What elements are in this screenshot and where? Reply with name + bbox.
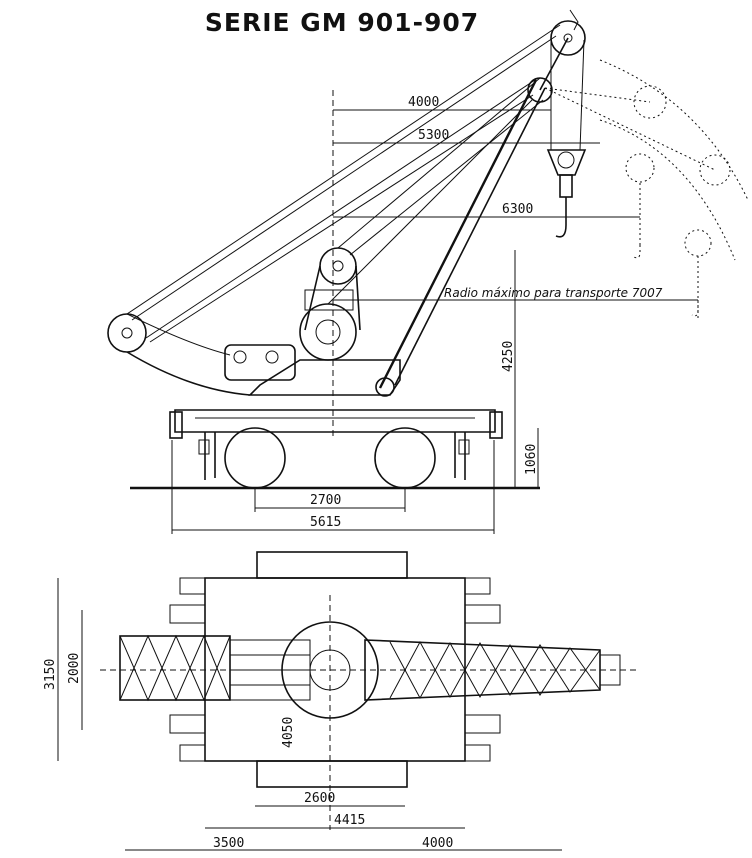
boom-foot-pin xyxy=(375,377,395,397)
hook-block xyxy=(546,149,587,176)
top-view: 3150 2000 4050 2600 4415 3500 4000 xyxy=(43,551,640,851)
side-view: 4000 5300 6300 Radio máximo para transpo… xyxy=(107,9,749,534)
ghost-arc-2 xyxy=(599,119,736,261)
ghost-arc-1 xyxy=(599,59,749,201)
dim-rear-reach: 3500 xyxy=(213,836,244,851)
gantry-upper-arm xyxy=(126,313,231,356)
rear-gantry-pin xyxy=(121,327,133,339)
ghost-hook-2 xyxy=(691,300,699,317)
dim-track-width: 2000 xyxy=(67,653,82,684)
engine-pulley-1 xyxy=(233,350,247,364)
dim-reach-3: 6300 xyxy=(502,202,533,217)
transport-radius-note: Radio máximo para transporte 7007 xyxy=(444,286,663,300)
hoist-rope-lead xyxy=(327,99,533,305)
drawing-title: SERIE GM 901-907 xyxy=(205,8,479,37)
front-buffer xyxy=(489,411,503,439)
luffing-rope-1 xyxy=(145,77,539,339)
tip-bracket xyxy=(569,9,579,31)
dim-reach-1: 4000 xyxy=(408,95,439,110)
chassis-frame xyxy=(174,409,496,433)
boom-lattice-1 xyxy=(389,641,601,700)
pendant-rope-1 xyxy=(126,24,561,315)
rear-buffer xyxy=(169,411,183,439)
engine-pulley-2 xyxy=(265,350,279,364)
ghost-sheave-2 xyxy=(625,153,655,183)
boom-lattice-2 xyxy=(389,640,601,699)
front-wheel xyxy=(374,427,436,489)
winch-hub xyxy=(315,319,341,345)
hoist-rope-2 xyxy=(579,39,585,151)
mast-leg-rear xyxy=(304,265,321,331)
dim-tail-span: 4415 xyxy=(334,813,365,828)
dim-frame-length: 5615 xyxy=(310,515,341,530)
hook-shank xyxy=(559,174,573,198)
dim-center-span: 2600 xyxy=(304,791,335,806)
mast-head-pin xyxy=(332,260,344,272)
buffer-tl xyxy=(179,577,206,595)
ghost-boom-1 xyxy=(544,87,651,103)
platform-top-rail xyxy=(256,551,408,579)
buffer-tr xyxy=(464,577,491,595)
mast-head-sheave xyxy=(319,247,357,285)
mast-leg-front xyxy=(355,265,361,331)
main-hook xyxy=(555,197,567,238)
dim-height-boom: 4250 xyxy=(501,341,516,372)
superstructure xyxy=(248,359,401,396)
platform-bottom-rail xyxy=(256,760,408,788)
dim-front-reach: 4000 xyxy=(422,836,453,851)
tip-pin xyxy=(563,33,573,43)
jack-1 xyxy=(198,439,210,455)
counter-jib-lattice-1 xyxy=(119,634,231,702)
rear-gantry-sheave xyxy=(107,313,147,353)
outrigger-br xyxy=(464,714,501,734)
dim-reach-2: 5300 xyxy=(418,128,449,143)
boom-extension xyxy=(539,37,569,91)
tip-sheave xyxy=(550,20,586,56)
hook-block-sheave xyxy=(557,151,575,169)
luffing-rope-2 xyxy=(149,94,534,343)
ghost-sheave-1 xyxy=(633,85,667,119)
dim-height-base: 1060 xyxy=(524,444,539,475)
counter-jib-lattice-2 xyxy=(119,634,231,702)
outrigger-tr xyxy=(464,604,501,624)
engine-housing xyxy=(224,344,296,381)
buffer-bl xyxy=(179,744,206,762)
counter-jib xyxy=(119,635,231,701)
ghost-hook-1 xyxy=(633,245,641,259)
mast-rope-1 xyxy=(337,77,541,249)
pendant-rope-2 xyxy=(131,35,557,321)
dim-wheelbase: 2700 xyxy=(310,493,341,508)
buffer-br xyxy=(464,744,491,762)
boom-lower-chord xyxy=(378,79,538,389)
outrigger-bl xyxy=(169,714,206,734)
rear-wheel xyxy=(224,427,286,489)
ghost-boom-2 xyxy=(544,87,716,171)
outrigger-tl xyxy=(169,604,206,624)
dim-outer-width: 3150 xyxy=(43,659,58,690)
ghost-sheave-4 xyxy=(684,229,712,257)
boom-upper-chord xyxy=(394,87,546,386)
alternate-positions xyxy=(544,59,749,320)
gantry-lower-arm xyxy=(126,351,251,396)
ghost-sheave-3 xyxy=(699,154,731,186)
mast-rope-2 xyxy=(349,99,544,256)
jack-2 xyxy=(458,439,470,455)
dim-boom-length: 4050 xyxy=(281,717,296,748)
